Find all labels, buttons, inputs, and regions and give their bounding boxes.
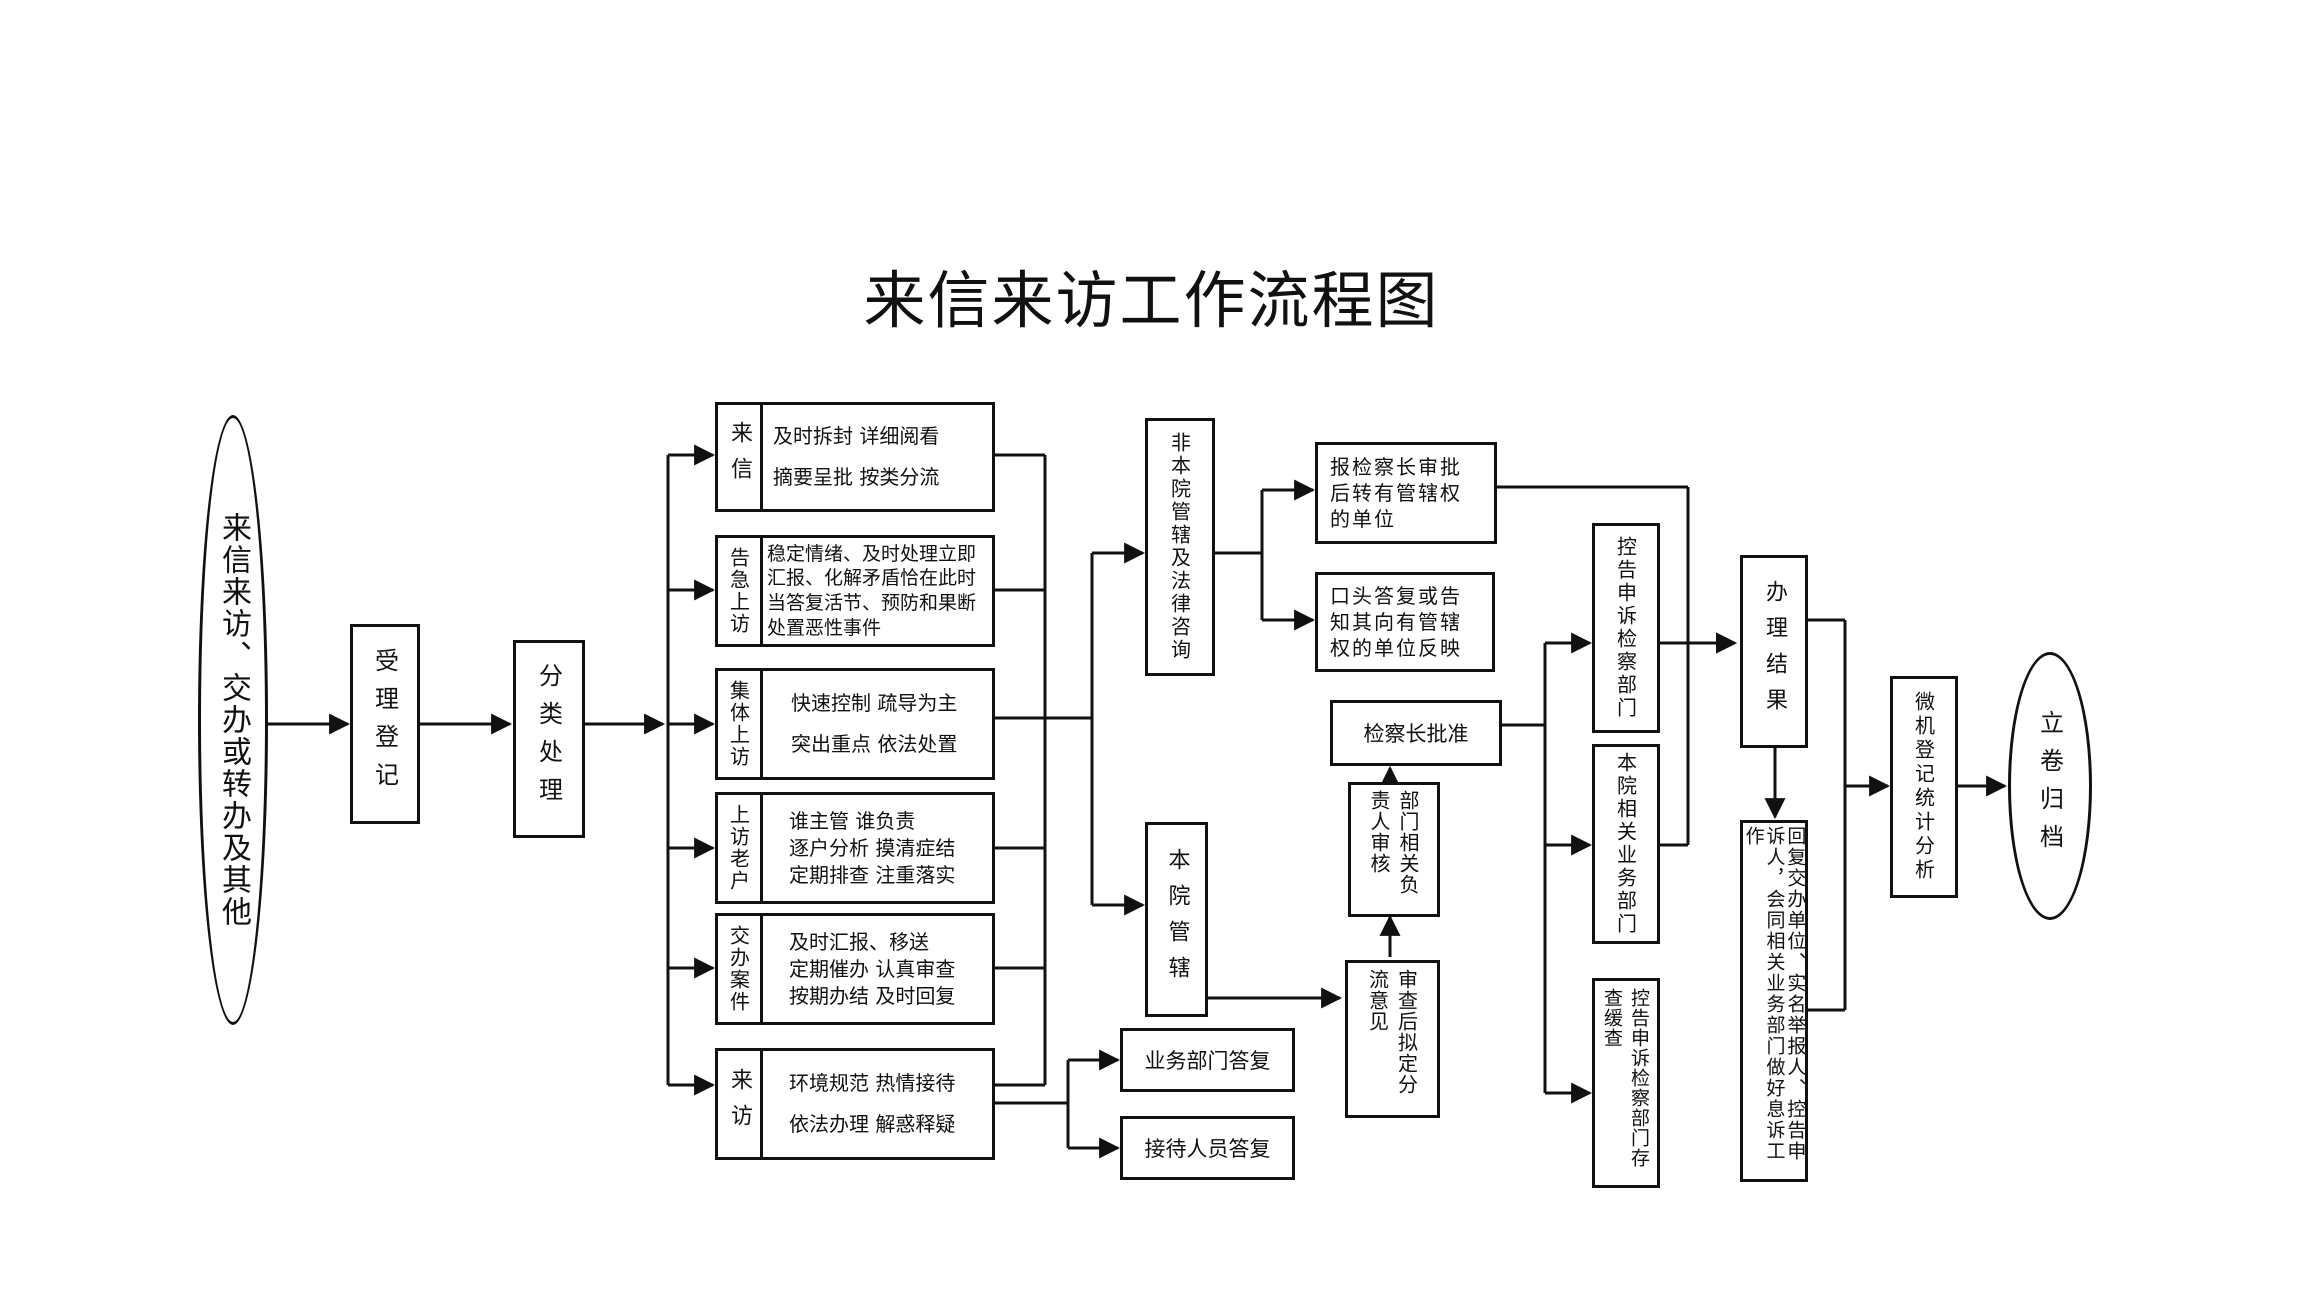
oral-reply-box: 口头答复或告知其向有管辖权的单位反映 [1315, 572, 1495, 672]
category-box-group: 集体上访 快速控制 疏导为主突出重点 依法处置 [715, 668, 995, 780]
category-name: 交办案件 [718, 916, 763, 1022]
feedback-box: 回复交办单位、实名举报人、控告申诉人，会同相关业务部门做好息诉工作 [1740, 820, 1808, 1182]
review-box: 审查后拟定分流意见 [1345, 960, 1440, 1118]
register-box: 受理登记 [350, 624, 420, 824]
stats-box: 微机登记统计分析 [1890, 676, 1958, 898]
category-name: 来信 [718, 405, 763, 509]
classify-box: 分类处理 [513, 640, 585, 838]
register-label: 受理登记 [370, 648, 399, 800]
start-label: 来信来访、交办或转办及其他 [216, 512, 251, 928]
non-jurisdiction-box: 非本院管辖及法律咨询 [1145, 418, 1215, 676]
archive-ellipse: 立卷归档 [2008, 652, 2092, 920]
dept-head-box: 部门相关负责人审核 [1348, 782, 1440, 917]
own-jurisdiction-box: 本院管辖 [1145, 822, 1208, 1017]
category-text: 及时拆封 详细阅看摘要呈批 按类分流 [773, 424, 940, 489]
start-ellipse: 来信来访、交办或转办及其他 [198, 415, 268, 1025]
category-box-letter: 来信 及时拆封 详细阅看摘要呈批 按类分流 [715, 402, 995, 512]
category-name: 告急上访 [718, 538, 763, 644]
category-text: 环境规范 热情接待依法办理 解惑释疑 [789, 1071, 956, 1136]
category-text: 谁主管 谁负责逐户分析 摸清症结定期排查 注重落实 [789, 808, 956, 887]
category-box-veteran: 上访老户 谁主管 谁负责逐户分析 摸清症结定期排查 注重落实 [715, 792, 995, 904]
category-box-urgent: 告急上访 稳定情绪、及时处理立即汇报、化解矛盾恰在此时当答复活节、预防和果断处置… [715, 535, 995, 647]
complaint-dept-box: 控告申诉检察部门 [1592, 523, 1660, 733]
category-box-assigned: 交办案件 及时汇报、移送定期催办 认真审查按期办结 及时回复 [715, 913, 995, 1025]
category-box-visit: 来访 环境规范 热情接待依法办理 解惑释疑 [715, 1048, 995, 1160]
oral-reply-label: 口头答复或告知其向有管辖权的单位反映 [1330, 584, 1462, 660]
result-box: 办理结果 [1740, 555, 1808, 748]
category-name: 集体上访 [718, 671, 763, 777]
biz-reply-box: 业务部门答复 [1120, 1028, 1295, 1092]
category-name: 来访 [718, 1051, 763, 1157]
biz-dept-box: 本院相关业务部门 [1592, 744, 1660, 944]
category-text: 及时汇报、移送定期催办 认真审查按期办结 及时回复 [789, 929, 956, 1008]
report-transfer-box: 报检察长审批后转有管辖权的单位 [1315, 442, 1497, 544]
store-dept-box: 控告申诉检察部门存查缓查 [1592, 978, 1660, 1188]
reception-reply-box: 接待人员答复 [1120, 1116, 1295, 1180]
archive-label: 立卷归档 [2035, 710, 2064, 862]
chief-approve-box: 检察长批准 [1330, 700, 1502, 766]
category-text: 快速控制 疏导为主突出重点 依法处置 [791, 691, 958, 756]
category-text: 稳定情绪、及时处理立即汇报、化解矛盾恰在此时当答复活节、预防和果断处置恶性事件 [767, 542, 977, 639]
diagram-title: 来信来访工作流程图 [863, 264, 1440, 337]
classify-label: 分类处理 [534, 663, 563, 815]
report-transfer-label: 报检察长审批后转有管辖权的单位 [1330, 455, 1462, 531]
category-name: 上访老户 [718, 795, 763, 901]
